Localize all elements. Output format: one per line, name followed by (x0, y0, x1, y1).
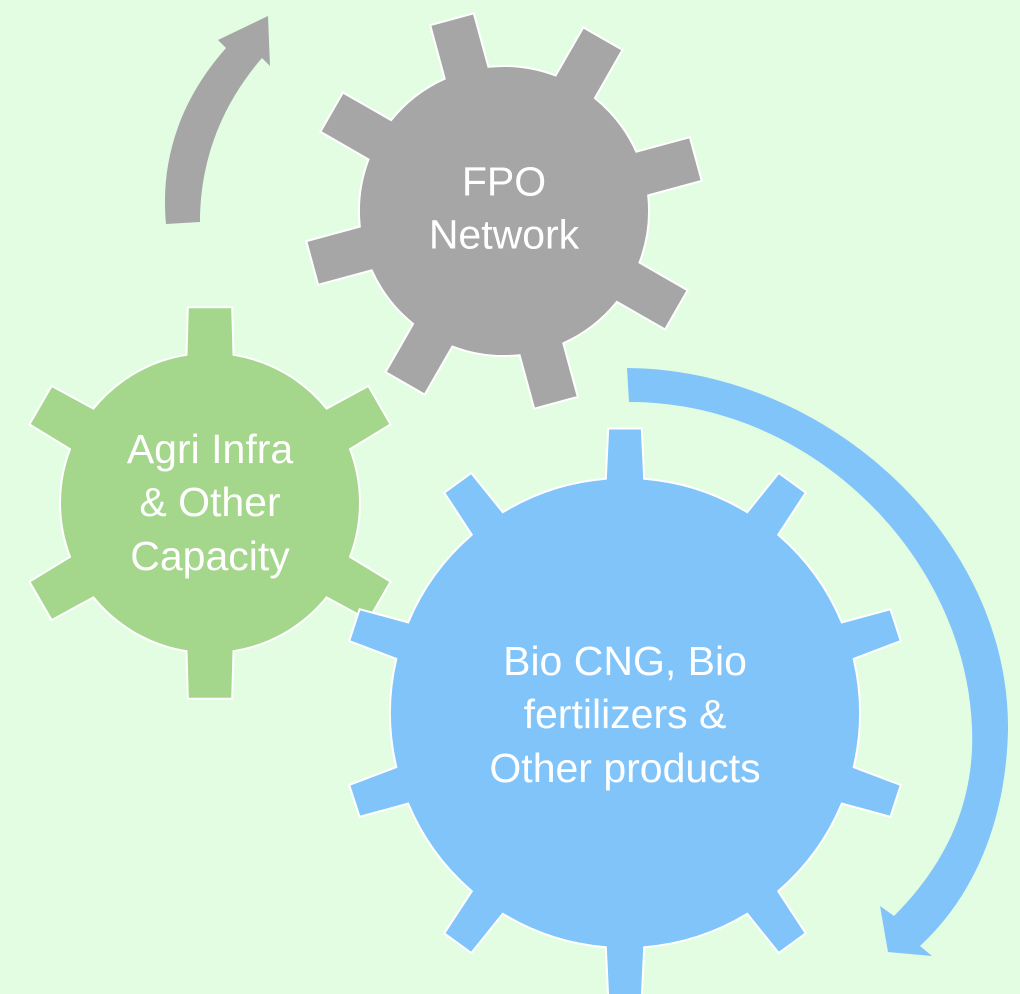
fpo-rotation-arrow (164, 16, 270, 224)
fpo-network-label: FPO Network (428, 158, 580, 258)
agri-infra-gear (28, 306, 392, 700)
bio-products-gear (347, 427, 903, 994)
agri-infra-label: Agri Infra & Other Capacity (126, 426, 294, 579)
bio-rotation-arrow (627, 368, 1009, 956)
bio-products-label: Bio CNG, Bio fertilizers & Other product… (489, 638, 761, 791)
fpo-network-gear (305, 12, 703, 410)
